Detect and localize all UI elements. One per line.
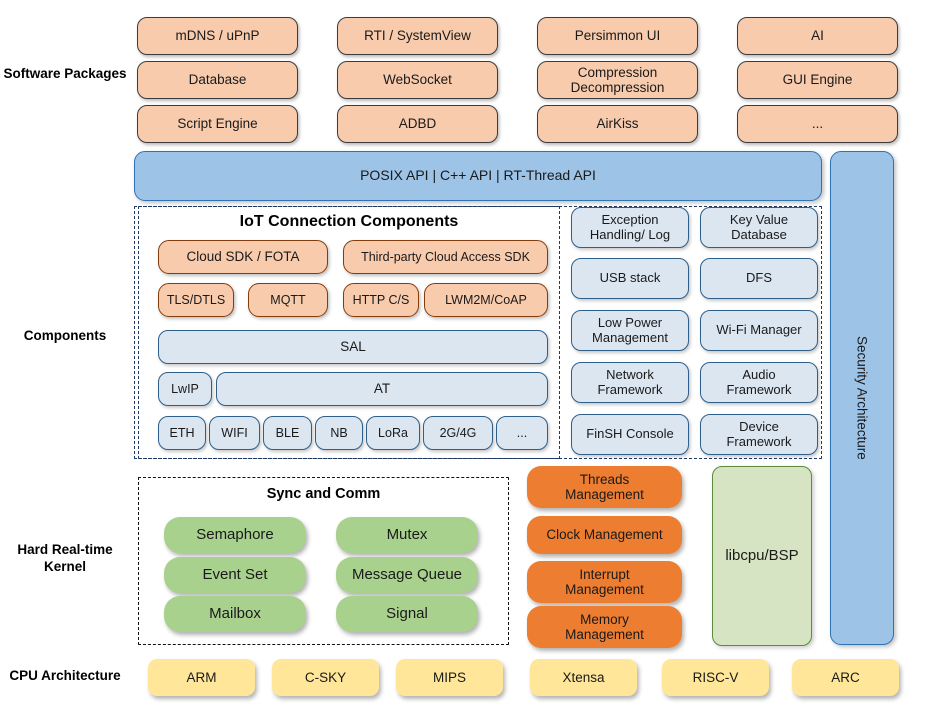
- iot-tls-dtls[interactable]: TLS/DTLS: [158, 283, 234, 317]
- iot-lwip[interactable]: LwIP: [158, 372, 212, 406]
- component-audio-framework[interactable]: Audio Framework: [700, 362, 818, 403]
- iot-connection-title: IoT Connection Components: [239, 213, 459, 230]
- package-gui-engine[interactable]: GUI Engine: [737, 61, 898, 99]
- component-low-power-management[interactable]: Low Power Management: [571, 310, 689, 351]
- kernel-event-set[interactable]: Event Set: [164, 557, 306, 593]
- kernel-mailbox[interactable]: Mailbox: [164, 596, 306, 632]
- cpu-mips[interactable]: MIPS: [396, 659, 503, 696]
- kernel-libcpu-bsp[interactable]: libcpu/BSP: [712, 466, 812, 646]
- cpu-arc[interactable]: ARC: [792, 659, 899, 696]
- iot-sal[interactable]: SAL: [158, 330, 548, 364]
- kernel-memory-management[interactable]: Memory Management: [527, 606, 682, 648]
- kernel-signal[interactable]: Signal: [336, 596, 478, 632]
- package-script-engine[interactable]: Script Engine: [137, 105, 298, 143]
- kernel-message-queue[interactable]: Message Queue: [336, 557, 478, 593]
- iot-http-cs[interactable]: HTTP C/S: [343, 283, 419, 317]
- component-key-value-database[interactable]: Key Value Database: [700, 207, 818, 248]
- row-label-hard-real-time-kernel: Hard Real-time Kernel: [17, 542, 113, 574]
- cpu-xtensa[interactable]: Xtensa: [530, 659, 637, 696]
- package-adbd[interactable]: ADBD: [337, 105, 498, 143]
- component-network-framework[interactable]: Network Framework: [571, 362, 689, 403]
- iot-eth[interactable]: ETH: [158, 416, 206, 450]
- iot-connection-container: [138, 206, 560, 459]
- cpu-arm[interactable]: ARM: [148, 659, 255, 696]
- component-wifi-manager[interactable]: Wi-Fi Manager: [700, 310, 818, 351]
- component-finsh-console[interactable]: FinSH Console: [571, 414, 689, 455]
- component-device-framework[interactable]: Device Framework: [700, 414, 818, 455]
- iot-third-party-cloud-access-sdk[interactable]: Third-party Cloud Access SDK: [343, 240, 548, 274]
- cpu-risc-v[interactable]: RISC-V: [662, 659, 769, 696]
- iot-cloud-sdk-fota[interactable]: Cloud SDK / FOTA: [158, 240, 328, 274]
- row-label-software-packages: Software Packages: [3, 65, 127, 81]
- cpu-c-sky[interactable]: C-SKY: [272, 659, 379, 696]
- kernel-threads-management[interactable]: Threads Management: [527, 466, 682, 508]
- package-websocket[interactable]: WebSocket: [337, 61, 498, 99]
- iot-wifi[interactable]: WIFI: [209, 416, 260, 450]
- iot-2g-4g[interactable]: 2G/4G: [423, 416, 493, 450]
- row-label-components: Components: [23, 327, 107, 343]
- iot-nb[interactable]: NB: [315, 416, 363, 450]
- package-mdns-upnp[interactable]: mDNS / uPnP: [137, 17, 298, 55]
- security-architecture-bar[interactable]: Security Architecture: [830, 151, 894, 645]
- package-ai[interactable]: AI: [737, 17, 898, 55]
- sync-and-comm-container: [138, 477, 509, 645]
- iot-lora[interactable]: LoRa: [366, 416, 420, 450]
- iot-at[interactable]: AT: [216, 372, 548, 406]
- iot-lwm2m-coap[interactable]: LWM2M/CoAP: [424, 283, 548, 317]
- api-bar[interactable]: POSIX API | C++ API | RT-Thread API: [134, 151, 822, 201]
- component-exception-handling-log[interactable]: Exception Handling/ Log: [571, 207, 689, 248]
- iot-mqtt[interactable]: MQTT: [248, 283, 328, 317]
- package-database[interactable]: Database: [137, 61, 298, 99]
- package-compression-decompression[interactable]: Compression Decompression: [537, 61, 698, 99]
- iot-ble[interactable]: BLE: [263, 416, 312, 450]
- package-ellipsis[interactable]: ...: [737, 105, 898, 143]
- sync-and-comm-title: Sync and Comm: [266, 486, 381, 502]
- component-usb-stack[interactable]: USB stack: [571, 258, 689, 299]
- kernel-semaphore[interactable]: Semaphore: [164, 517, 306, 553]
- package-airkiss[interactable]: AirKiss: [537, 105, 698, 143]
- kernel-mutex[interactable]: Mutex: [336, 517, 478, 553]
- row-label-cpu-architecture: CPU Architecture: [9, 667, 121, 683]
- package-persimmon-ui[interactable]: Persimmon UI: [537, 17, 698, 55]
- iot-ellipsis[interactable]: ...: [496, 416, 548, 450]
- kernel-interrupt-management[interactable]: Interrupt Management: [527, 561, 682, 603]
- package-rti-systemview[interactable]: RTI / SystemView: [337, 17, 498, 55]
- component-dfs[interactable]: DFS: [700, 258, 818, 299]
- kernel-clock-management[interactable]: Clock Management: [527, 516, 682, 554]
